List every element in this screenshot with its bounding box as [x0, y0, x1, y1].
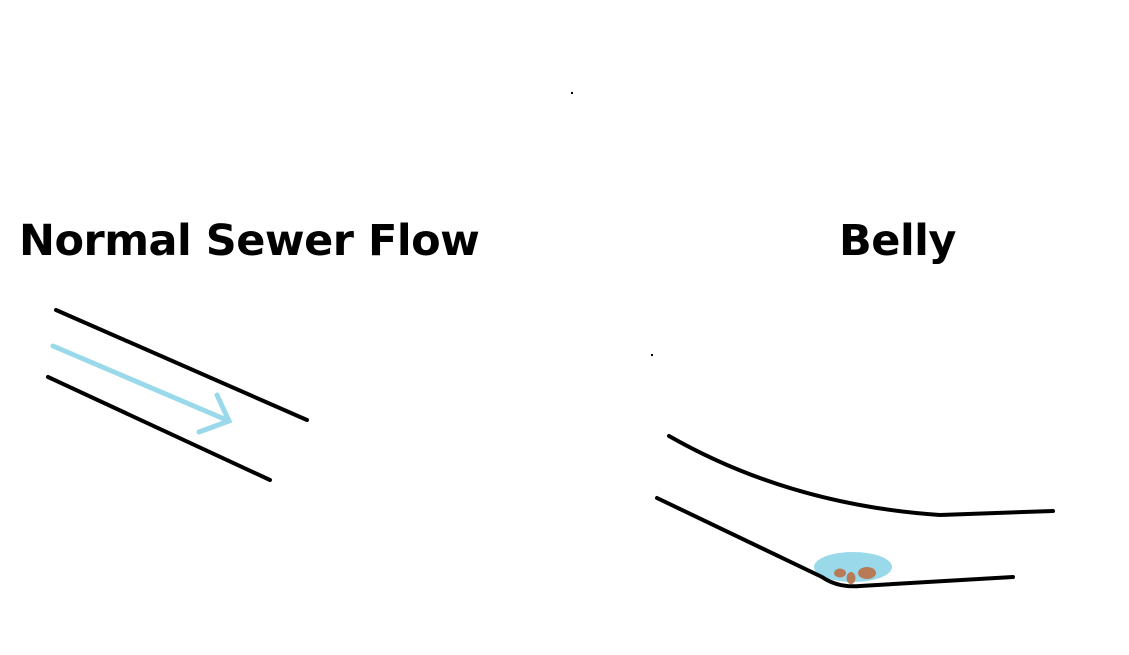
belly-top-wall [667, 434, 1055, 518]
belly-bottom-wall [655, 496, 1015, 589]
normal-pipe [46, 308, 309, 482]
debris [858, 567, 876, 579]
belly-title: Belly [839, 216, 956, 266]
debris [834, 568, 846, 578]
flow-arrow-icon [50, 343, 233, 435]
pipe-top-wall [54, 308, 309, 422]
stray-dot [571, 92, 573, 94]
stray-dot [651, 354, 653, 356]
debris [846, 572, 856, 584]
normal-flow-title: Normal Sewer Flow [19, 216, 480, 266]
pipe-bottom-wall [46, 375, 272, 482]
belly-pipe [655, 434, 1055, 589]
